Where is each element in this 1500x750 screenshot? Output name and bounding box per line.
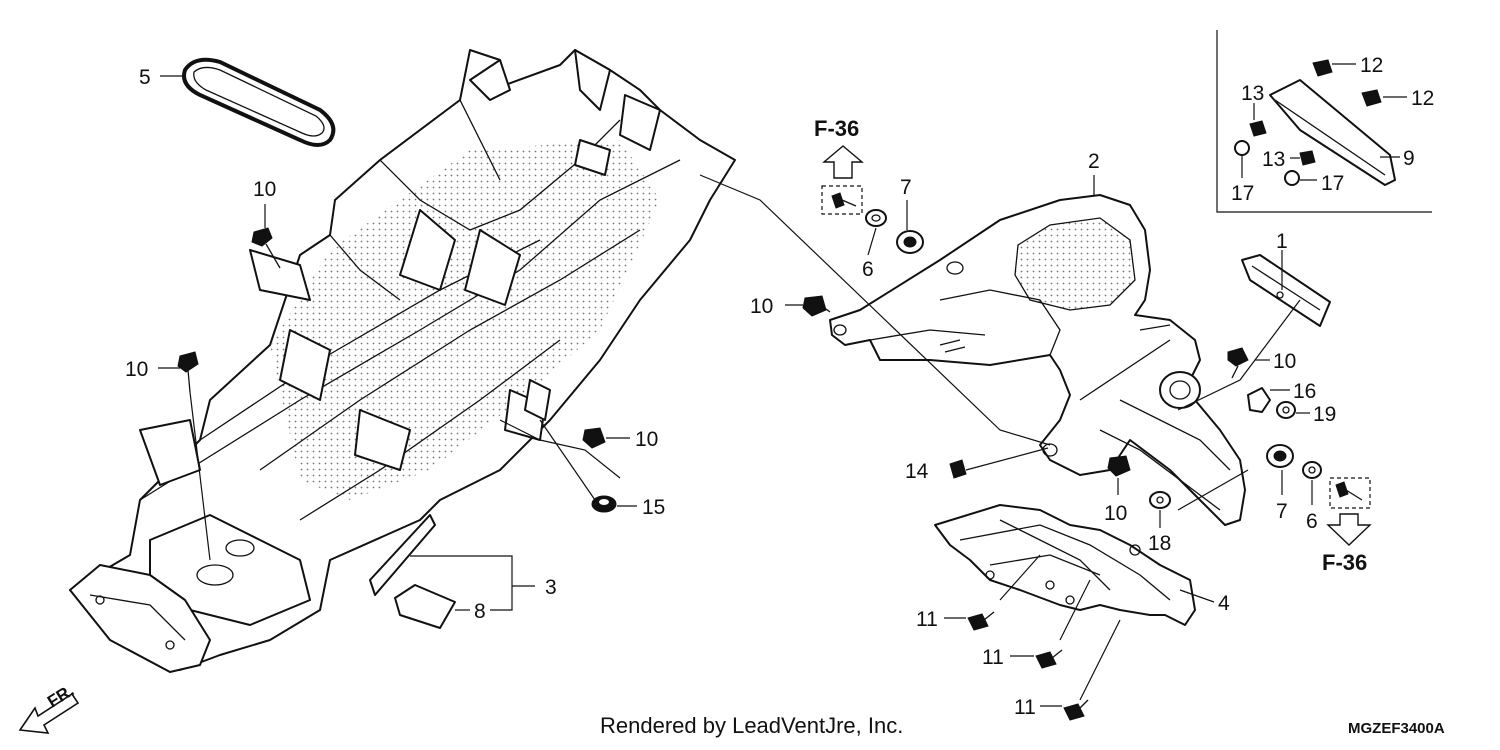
callout-11-c: 11	[1014, 696, 1036, 719]
callout-16: 16	[1293, 380, 1316, 403]
callout-5: 5	[139, 66, 151, 89]
callout-1: 1	[1276, 230, 1288, 253]
collar-6-bottom[interactable]	[1302, 461, 1322, 479]
nut-13-b[interactable]	[1299, 150, 1316, 166]
bolt-10-a[interactable]	[251, 227, 281, 269]
f36-arrow-top	[822, 145, 864, 179]
callout-labels: 5 10 10 10 15 3 8 10 6 7 2 1 10 16 19 14…	[125, 54, 1434, 719]
bolt-dashed-bottom[interactable]	[1329, 477, 1371, 509]
callout-10-b: 10	[125, 358, 148, 381]
bolt-12-b[interactable]	[1361, 89, 1382, 107]
callout-13-b: 13	[1262, 148, 1285, 171]
washer-17-b[interactable]	[1284, 170, 1300, 186]
bolt-10-b[interactable]	[177, 351, 199, 393]
reflector-part[interactable]	[1241, 254, 1331, 327]
plate-bracket-part[interactable]	[1269, 79, 1396, 186]
screw-11-c[interactable]	[1063, 699, 1089, 721]
callout-7-top: 7	[900, 176, 912, 199]
bolt-10-c[interactable]	[582, 427, 606, 449]
callout-10-f: 10	[1104, 502, 1127, 525]
rear-fender-part[interactable]	[829, 194, 1246, 526]
callout-11-b: 11	[982, 646, 1004, 669]
callout-10-d: 10	[750, 295, 773, 318]
callout-14: 14	[905, 460, 929, 483]
callout-11-a: 11	[916, 608, 938, 631]
nut-13-a[interactable]	[1249, 120, 1267, 137]
lower-cover-part[interactable]	[934, 504, 1196, 626]
callout-7-bottom: 7	[1276, 500, 1288, 523]
bolt-10-e[interactable]	[1227, 347, 1249, 379]
grommet-7-top[interactable]	[896, 230, 924, 254]
washer-18[interactable]	[1149, 491, 1171, 509]
grommet-7-bottom[interactable]	[1266, 444, 1294, 468]
front-arrow-icon	[18, 692, 80, 734]
callout-17-b: 17	[1321, 172, 1344, 195]
callout-2: 2	[1088, 150, 1100, 173]
nut-14[interactable]	[949, 459, 967, 479]
callout-19: 19	[1313, 403, 1336, 426]
bolt-10-d[interactable]	[802, 295, 831, 317]
bolt-10-f[interactable]	[1107, 455, 1131, 477]
diagram-code: MGZEF3400A	[1348, 720, 1445, 737]
callout-12-a: 12	[1360, 54, 1383, 77]
callout-10-e: 10	[1273, 350, 1296, 373]
callout-15: 15	[642, 496, 665, 519]
callout-8: 8	[474, 600, 486, 623]
reference-f36-top[interactable]: F-36	[814, 116, 859, 141]
callout-17-a: 17	[1231, 182, 1254, 205]
collar-6-top[interactable]	[865, 209, 887, 227]
reference-f36-bottom[interactable]: F-36	[1322, 550, 1367, 575]
washer-19[interactable]	[1276, 401, 1296, 419]
callout-10-a: 10	[253, 178, 276, 201]
nut-15[interactable]	[591, 495, 617, 513]
callout-4: 4	[1218, 592, 1230, 615]
washer-17-a[interactable]	[1234, 140, 1250, 156]
callout-12-b: 12	[1411, 87, 1434, 110]
inner-fender-part[interactable]	[69, 49, 736, 673]
bolt-dashed-top[interactable]	[821, 185, 863, 215]
callout-6-top: 6	[862, 258, 874, 281]
callout-9: 9	[1403, 147, 1415, 170]
leader-lines	[158, 30, 1432, 707]
callout-10-c: 10	[635, 428, 658, 451]
screw-11-b[interactable]	[1035, 649, 1063, 669]
callout-6-bottom: 6	[1306, 510, 1318, 533]
seal-strip-part[interactable]	[182, 57, 336, 147]
bolt-12-a[interactable]	[1312, 59, 1333, 77]
callout-13-a: 13	[1241, 82, 1264, 105]
grommet-16[interactable]	[1247, 387, 1271, 413]
screw-11-a[interactable]	[967, 611, 995, 631]
label-pad-part[interactable]	[394, 584, 456, 629]
callout-18: 18	[1148, 532, 1171, 555]
credit-text: Rendered by LeadVentJre, Inc.	[600, 713, 903, 738]
callout-3: 3	[545, 576, 557, 599]
f36-arrow-bottom	[1326, 513, 1372, 546]
